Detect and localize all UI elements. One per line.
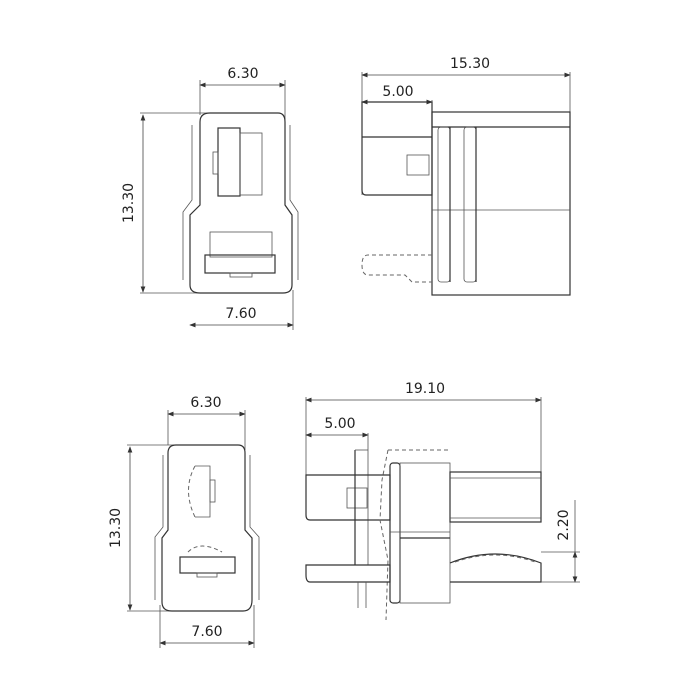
dim-label-width-top-2: 6.30 xyxy=(190,395,221,411)
dim-label-overall-length-2: 19.10 xyxy=(405,381,445,397)
dim-label-height-2: 13.30 xyxy=(108,508,124,548)
view-top-right-side xyxy=(361,72,571,296)
connector-body-outline xyxy=(189,112,293,294)
dim-label-overall-length-1: 15.30 xyxy=(450,56,490,72)
dim-label-offset: 2.20 xyxy=(556,509,572,540)
view-bottom-left-front xyxy=(127,410,260,648)
dim-label-width-bottom-1: 7.60 xyxy=(225,306,256,322)
dim-label-width-bottom-2: 7.60 xyxy=(191,624,222,640)
view-top-left-front xyxy=(140,80,299,330)
dim-label-pin-length-2: 5.00 xyxy=(324,416,355,432)
dim-label-pin-length-1: 5.00 xyxy=(382,84,413,100)
dim-label-height-1: 13.30 xyxy=(121,183,137,223)
view-bottom-right-side xyxy=(305,397,580,621)
dim-label-width-top-1: 6.30 xyxy=(227,66,258,82)
connector-body-outline xyxy=(161,444,253,612)
